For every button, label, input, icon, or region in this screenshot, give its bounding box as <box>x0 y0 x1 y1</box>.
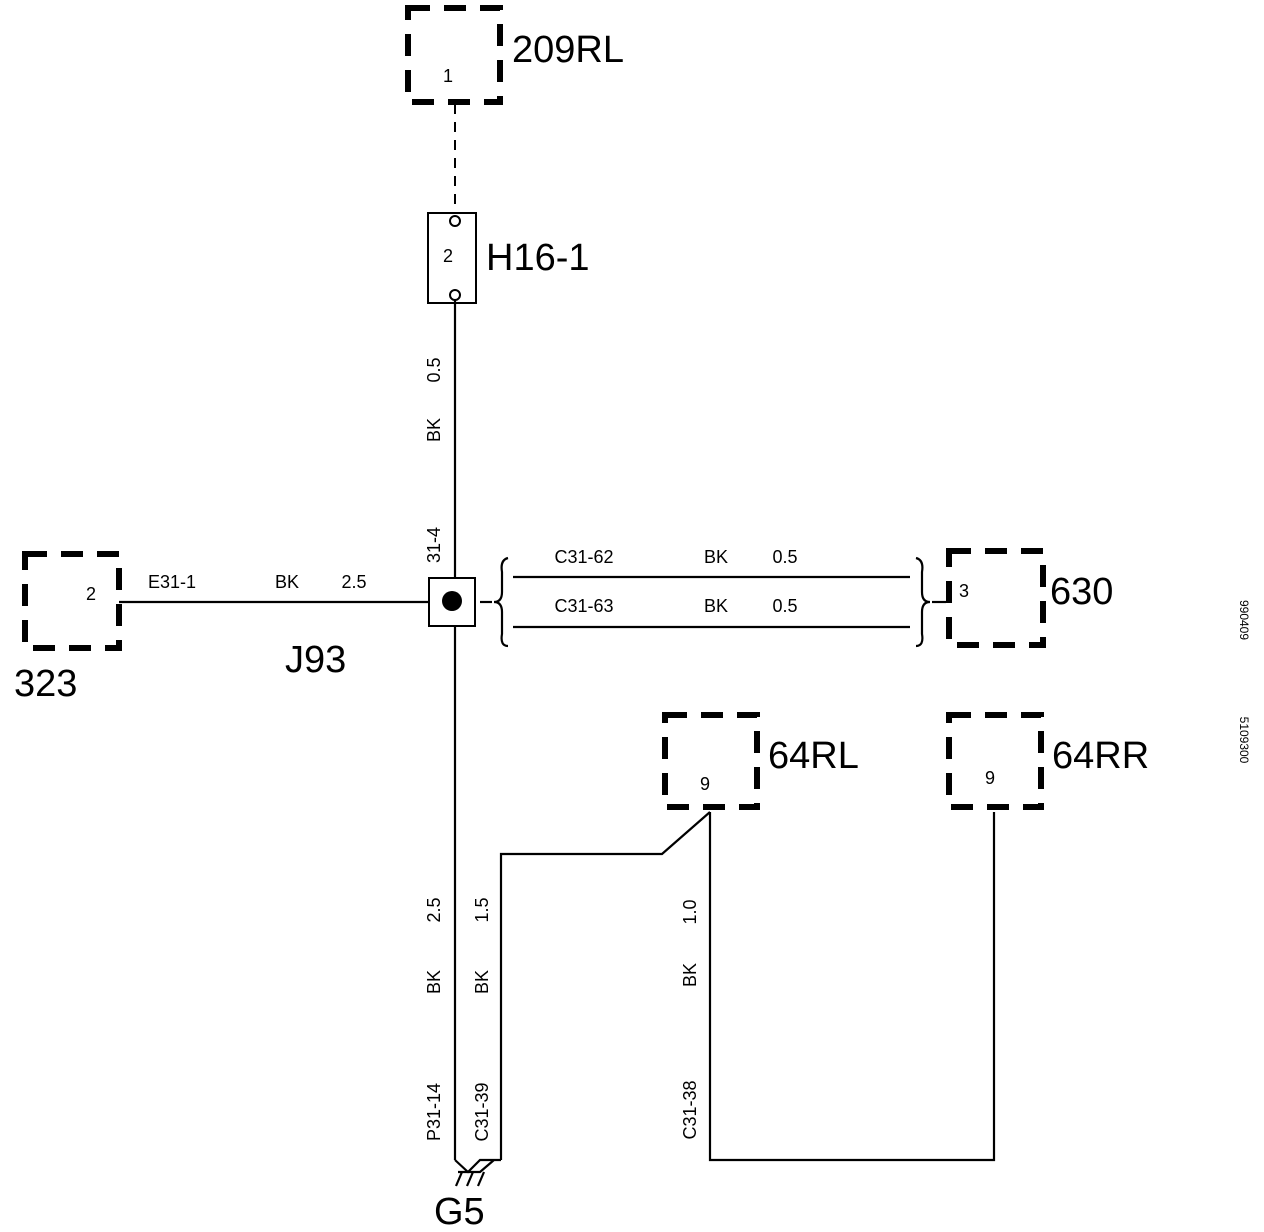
component-209rl: 1 209RL <box>405 5 624 105</box>
splice-j93-label: J93 <box>285 639 346 681</box>
wire-p3114-size: 2.5 <box>424 897 444 922</box>
component-h16-pin: 2 <box>443 246 453 266</box>
component-209rl-label: 209RL <box>512 29 624 71</box>
wire-c3139-size: 1.5 <box>472 897 492 922</box>
component-630-label: 630 <box>1050 571 1113 613</box>
wire-e31-terminal: E31-1 <box>148 572 196 592</box>
wire-c3163-size: 0.5 <box>772 596 797 616</box>
wire-c3162-size: 0.5 <box>772 547 797 567</box>
component-209rl-pin: 1 <box>443 66 453 86</box>
component-209rl-box <box>405 5 503 105</box>
component-630-box <box>946 548 1046 648</box>
side-code-upper: 990409 <box>1237 600 1251 640</box>
wire-c3139 <box>499 811 711 1160</box>
wire-h16-j93-color: BK <box>424 418 444 442</box>
splice-j93: J93 <box>285 577 476 681</box>
component-64rr-label: 64RR <box>1052 735 1149 777</box>
ground-g5-label: G5 <box>434 1191 485 1232</box>
wire-c3138-terminal: C31-38 <box>680 1080 700 1139</box>
wire-c3163-color: BK <box>704 596 728 616</box>
component-64rl-box <box>662 712 760 810</box>
component-323-label: 323 <box>14 663 77 705</box>
component-h16-terminal-bottom <box>449 289 461 301</box>
wire-c3139-terminal: C31-39 <box>472 1082 492 1141</box>
component-64rr: 9 64RR <box>946 712 1149 810</box>
component-64rl-pin: 9 <box>700 774 710 794</box>
ground-g5: G5 <box>434 1158 501 1232</box>
wire-c3138-color: BK <box>680 963 700 987</box>
component-630: 3 630 <box>946 548 1113 648</box>
component-h16-terminal-top <box>449 215 461 227</box>
wire-c3138-size: 1.0 <box>680 899 700 924</box>
ground-g5-symbol <box>454 1158 501 1187</box>
bracket-left <box>493 556 509 648</box>
component-64rr-box <box>946 712 1044 810</box>
wire-c3163-terminal: C31-63 <box>554 596 613 616</box>
component-64rr-pin: 9 <box>985 768 995 788</box>
component-323-pin: 2 <box>86 584 96 604</box>
component-323-box <box>22 551 122 651</box>
side-code-lower: 5109300 <box>1237 717 1251 764</box>
wire-h16-j93-size: 0.5 <box>424 357 444 382</box>
splice-pin-label: 31-4 <box>424 527 444 563</box>
wire-e31-color: BK <box>275 572 299 592</box>
component-h16: 2 H16-1 <box>427 212 590 304</box>
component-630-pin: 3 <box>959 581 969 601</box>
wire-e31-size: 2.5 <box>341 572 366 592</box>
wire-c3139-color: BK <box>472 970 492 994</box>
component-h16-box <box>427 212 477 304</box>
wire-c3138 <box>708 812 996 1162</box>
component-64rl: 9 64RL <box>662 712 859 810</box>
component-h16-label: H16-1 <box>486 237 590 279</box>
wire-p3114-color: BK <box>424 970 444 994</box>
bracket-right <box>915 556 931 648</box>
wire-p3114-terminal: P31-14 <box>424 1083 444 1141</box>
component-64rl-label: 64RL <box>768 735 859 777</box>
wire-c3162-color: BK <box>704 547 728 567</box>
component-323: 2 323 <box>14 551 122 705</box>
wire-c3162-terminal: C31-62 <box>554 547 613 567</box>
splice-j93-dot <box>442 591 462 611</box>
